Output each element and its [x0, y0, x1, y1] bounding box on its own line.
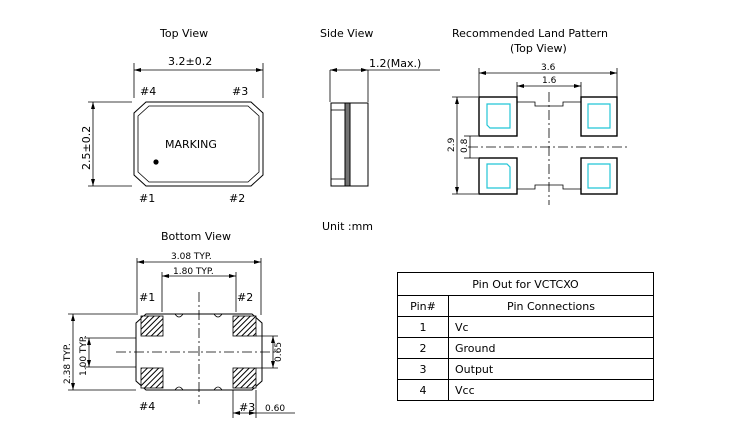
bottom-pin3: #3 [239, 401, 255, 414]
top-width-dim: 3.2±0.2 [168, 55, 212, 68]
bottom-height-typ: 2.38 TYP. [63, 343, 73, 384]
pin-number: 2 [397, 337, 449, 359]
bottom-pad-width: 0.60 [265, 404, 285, 414]
side-view-title: Side View [320, 27, 373, 40]
land-inner-width: 1.6 [542, 76, 557, 86]
bottom-pad-1 [140, 315, 164, 337]
land-outer-width: 3.6 [541, 63, 556, 73]
bottom-inner-typ: 1.80 TYP. [173, 267, 214, 277]
marking-label: MARKING [165, 138, 217, 151]
side-height-dim: 1.2(Max.) [369, 57, 421, 70]
bottom-pin2: #2 [237, 291, 253, 304]
top-body-outline [133, 101, 264, 187]
top-view-title: Top View [159, 27, 208, 40]
table-row: 3 Output [397, 358, 654, 380]
pin-number: 3 [397, 358, 449, 380]
table-row: 4 Vcc [397, 379, 654, 401]
bottom-inner-height-typ: 1.00 TYP. [79, 335, 89, 376]
pin-out-table: Pin Out for VCTCXO Pin# Pin Connections … [397, 272, 654, 401]
pin1-dot [153, 159, 159, 165]
bottom-pad-4 [140, 367, 164, 389]
bottom-pin4: #4 [139, 400, 155, 413]
connection-column-header: Pin Connections [448, 295, 654, 317]
bottom-view: Bottom View 3.08 TYP. 1.80 TYP. 2.38 TYP… [63, 230, 295, 418]
pin-number: 4 [397, 379, 449, 401]
top-height-dim: 2.5±0.2 [80, 126, 93, 170]
top-pin2: #2 [229, 192, 245, 205]
table-row: 1 Vc [397, 316, 654, 338]
top-pin4: #4 [140, 85, 156, 98]
side-view: Side View 1.2(Max.) [320, 27, 440, 187]
land-pad-3 [580, 96, 618, 137]
pin-column-header: Pin# [397, 295, 449, 317]
pin-number: 1 [397, 316, 449, 338]
table-row: 2 Ground [397, 337, 654, 359]
land-pattern-subtitle: (Top View) [510, 42, 567, 55]
unit-note: Unit :mm [322, 220, 373, 233]
land-pad-4 [478, 96, 518, 137]
land-outer-height: 2.9 [447, 137, 457, 152]
top-pin3: #3 [232, 85, 248, 98]
land-pattern-title: Recommended Land Pattern [452, 27, 608, 40]
bottom-pad-3 [232, 367, 257, 389]
pin-connection: Vcc [448, 379, 654, 401]
bottom-pad-height: 0.65 [274, 342, 284, 362]
bottom-pad-2 [232, 315, 257, 337]
pin-table-title: Pin Out for VCTCXO [397, 272, 654, 296]
bottom-pin1: #1 [139, 291, 155, 304]
bottom-width-typ: 3.08 TYP. [171, 252, 212, 262]
pin-connection: Output [448, 358, 654, 380]
pin-connection: Ground [448, 337, 654, 359]
land-pattern: Recommended Land Pattern (Top View) 3.6 … [447, 27, 630, 205]
pin-connection: Vc [448, 316, 654, 338]
land-inner-height: 0.8 [460, 138, 470, 153]
top-view: Top View 3.2±0.2 2.5±0.2 MARKING #4 #3 #… [80, 27, 264, 205]
bottom-view-title: Bottom View [161, 230, 231, 243]
top-pin1: #1 [139, 192, 155, 205]
